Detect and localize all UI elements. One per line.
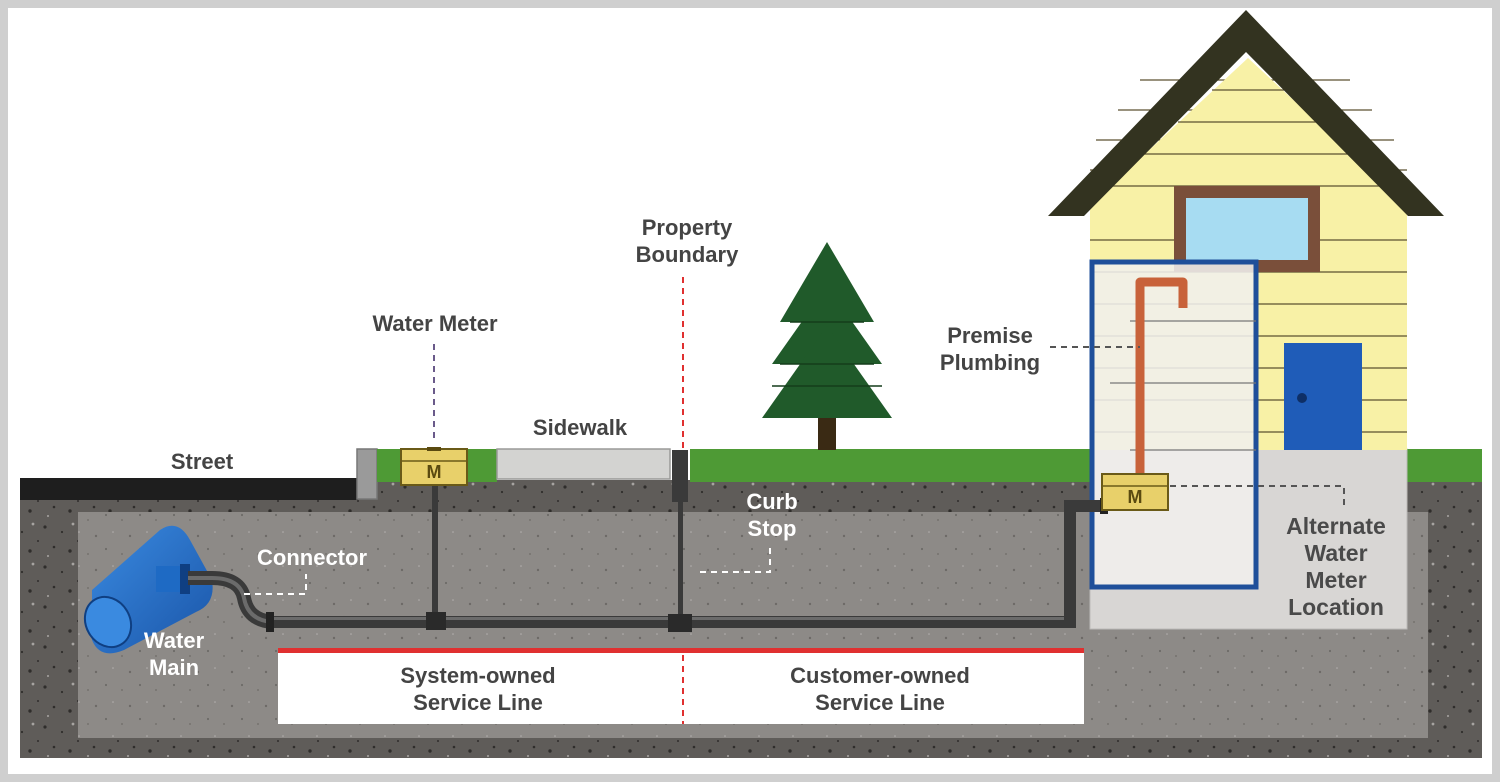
sidewalk-slab	[496, 448, 671, 480]
property-boundary-line2: Boundary	[635, 242, 739, 267]
sidewalk-label: Sidewalk	[532, 415, 628, 440]
water-main-label: Water Main	[124, 627, 224, 681]
house-roof	[1048, 10, 1444, 216]
alternate-meter-line3: Meter	[1305, 567, 1367, 593]
meter-riser	[432, 482, 438, 618]
street-label: Street	[170, 449, 234, 474]
customer-owned-line2: Service Line	[815, 690, 945, 715]
alternate-meter-line4: Location	[1288, 594, 1384, 620]
curb-stop-line2: Stop	[747, 516, 797, 541]
curb-stop-box	[672, 450, 688, 502]
curb	[356, 448, 378, 500]
house-gable	[1090, 58, 1407, 205]
curb-stop-valve	[668, 614, 692, 632]
meter-symbol-curbside: M	[426, 462, 442, 482]
meter-symbol-alternate: M	[1127, 487, 1143, 507]
alternate-meter-line2: Water	[1304, 540, 1368, 566]
water-meter-curbside	[400, 447, 468, 486]
leader-lines	[244, 277, 1345, 724]
system-owned-line2: Service Line	[413, 690, 543, 715]
water-main-line1: Water	[143, 628, 205, 653]
premise-plumbing-cutaway	[1089, 259, 1259, 590]
street-surface	[20, 478, 358, 500]
premise-plumbing-label: Premise Plumbing	[920, 322, 1060, 376]
tree-trunk	[818, 412, 836, 450]
water-meter-label: Water Meter	[372, 311, 498, 336]
door-knob	[1297, 393, 1307, 403]
premise-plumbing-line1: Premise	[947, 323, 1033, 348]
tree-canopy	[780, 242, 874, 322]
premise-plumbing-line2: Plumbing	[939, 350, 1041, 375]
property-boundary-label: Property Boundary	[612, 214, 762, 268]
water-main-pipe	[83, 525, 213, 654]
customer-owned-line1: Customer-owned	[790, 663, 970, 688]
curb-stop-label: Curb Stop	[722, 488, 822, 542]
ownership-banner-bar	[278, 648, 1084, 653]
alternate-meter-label: Alternate Water Meter Location	[1270, 513, 1402, 621]
ownership-banner	[278, 652, 1084, 724]
meter-tee	[426, 612, 446, 630]
customer-owned-label: Customer-owned Service Line	[732, 662, 1028, 716]
curb-stop-riser	[678, 500, 683, 618]
property-boundary-line1: Property	[641, 215, 733, 240]
system-owned-label: System-owned Service Line	[330, 662, 626, 716]
house-door	[1284, 343, 1362, 450]
water-meter-alternate	[1101, 473, 1169, 511]
system-owned-line1: System-owned	[400, 663, 556, 688]
water-main-line2: Main	[148, 655, 200, 680]
connector-label: Connector	[257, 545, 367, 570]
copper-riser	[1135, 277, 1188, 478]
curb-stop-line1: Curb	[746, 489, 798, 514]
alternate-meter-line1: Alternate	[1286, 513, 1386, 539]
